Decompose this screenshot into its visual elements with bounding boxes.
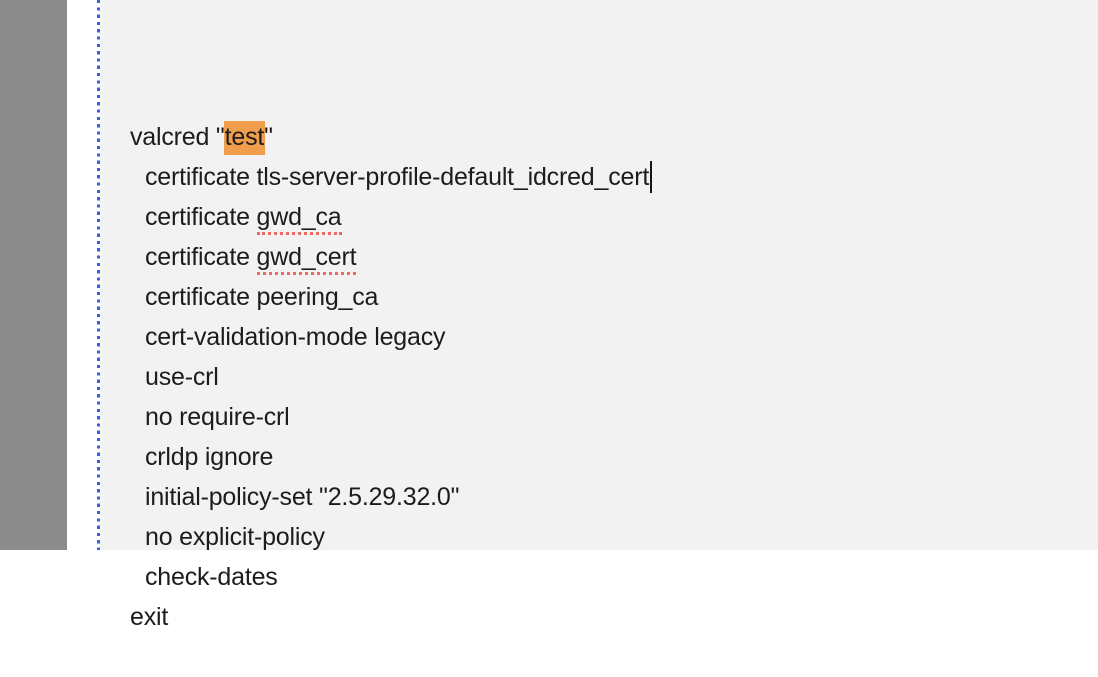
code-text: certificate bbox=[145, 243, 257, 271]
code-text: no explicit-policy bbox=[145, 523, 325, 551]
code-line: cert-validation-mode legacy bbox=[130, 317, 1098, 357]
code-line: crldp ignore bbox=[130, 437, 1098, 477]
highlighted-text: test bbox=[223, 121, 266, 155]
code-text: certificate peering_ca bbox=[145, 283, 379, 311]
code-text: use-crl bbox=[145, 363, 219, 391]
code-text: exit bbox=[130, 603, 169, 631]
code-line: exit bbox=[130, 597, 1098, 637]
code-lines: valcred "test" certificate tls-server-pro… bbox=[130, 117, 1098, 637]
code-text: crldp ignore bbox=[145, 443, 274, 471]
misspelled-word: gwd_cert bbox=[256, 243, 357, 275]
code-line: check-dates bbox=[130, 557, 1098, 597]
code-text: certificate tls-server-profile-default_i… bbox=[145, 163, 650, 191]
code-line: certificate tls-server-profile-default_i… bbox=[130, 157, 1098, 197]
code-line: initial-policy-set "2.5.29.32.0" bbox=[130, 477, 1098, 517]
code-text: no require-crl bbox=[145, 403, 290, 431]
code-line: use-crl bbox=[130, 357, 1098, 397]
left-panel bbox=[0, 0, 67, 550]
code-text: initial-policy-set "2.5.29.32.0" bbox=[145, 483, 460, 511]
code-text: certificate bbox=[145, 203, 257, 231]
code-line: certificate gwd_ca bbox=[130, 197, 1098, 237]
editor-gutter bbox=[67, 0, 97, 550]
code-line: certificate gwd_cert bbox=[130, 237, 1098, 277]
code-text: cert-validation-mode legacy bbox=[145, 323, 446, 351]
code-text: valcred " bbox=[130, 123, 225, 151]
config-text-editor[interactable]: valcred "test" certificate tls-server-pro… bbox=[100, 0, 1098, 631]
code-text: " bbox=[264, 123, 273, 151]
code-line: certificate peering_ca bbox=[130, 277, 1098, 317]
dotted-guide-line bbox=[97, 0, 100, 550]
code-line: valcred "test" bbox=[130, 117, 1098, 157]
misspelled-word: gwd_ca bbox=[256, 203, 342, 235]
text-cursor bbox=[650, 161, 653, 193]
code-line: no require-crl bbox=[130, 397, 1098, 437]
code-text: check-dates bbox=[145, 563, 278, 591]
code-line: no explicit-policy bbox=[130, 517, 1098, 557]
